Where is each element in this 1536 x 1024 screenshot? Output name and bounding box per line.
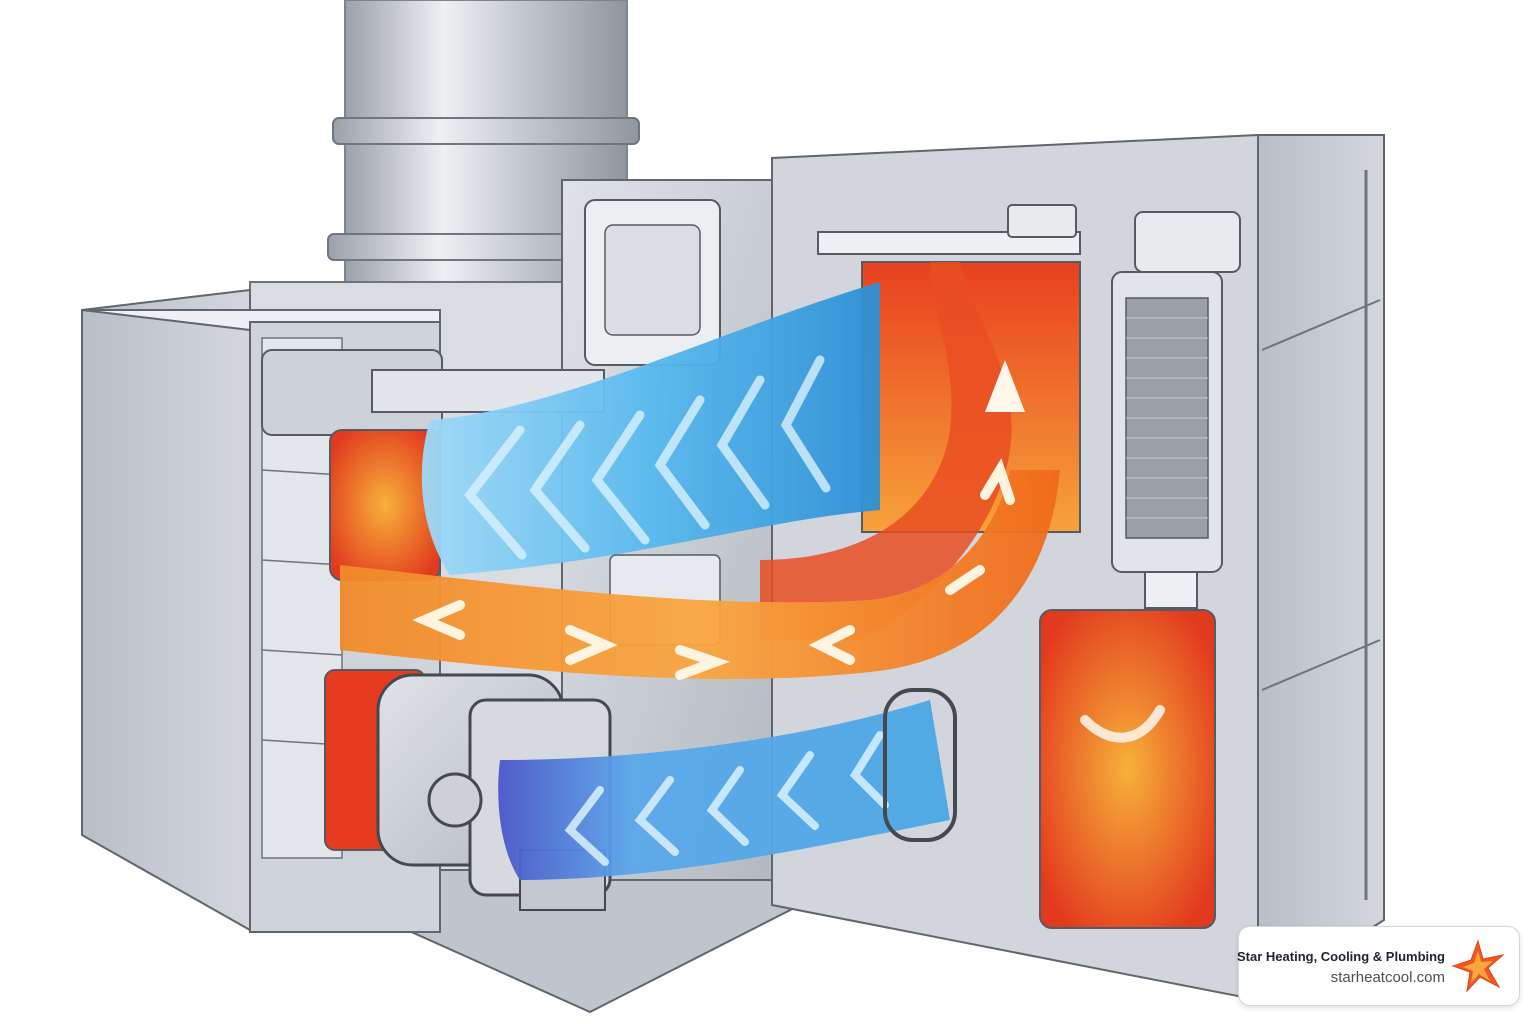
warm-air-flow (340, 360, 1060, 680)
star-icon (1451, 939, 1505, 993)
flue-pipe (327, 0, 645, 331)
air-filter (1111, 271, 1223, 609)
company-url[interactable]: starheatcool.com (1330, 969, 1445, 986)
return-air-duct-upper (421, 282, 880, 575)
brand-badge[interactable]: Star Heating, Cooling & Plumbing starhea… (1237, 926, 1520, 1006)
company-name: Star Heating, Cooling & Plumbing (1237, 949, 1445, 964)
return-air-duct-lower (498, 688, 957, 880)
